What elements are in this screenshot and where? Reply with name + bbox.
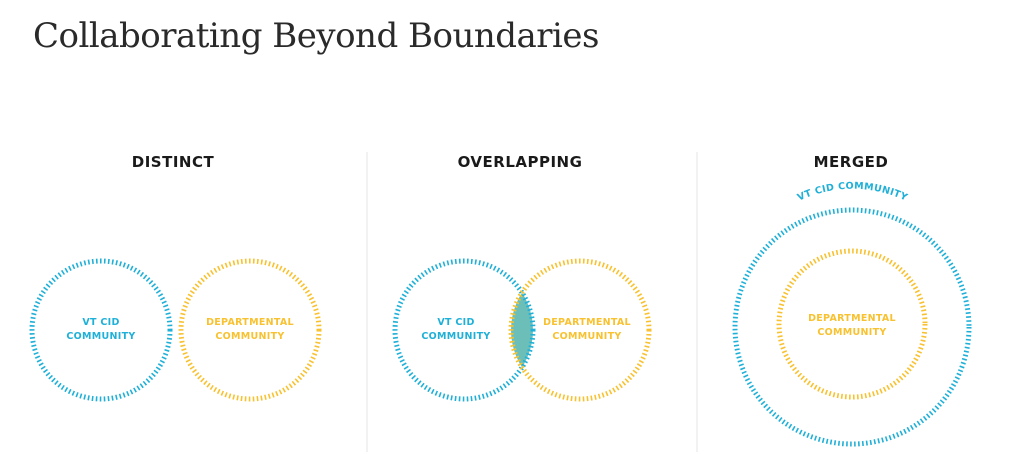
vt-cid-circle xyxy=(392,258,536,402)
vt-cid-label: COMMUNITY xyxy=(66,331,135,342)
vt-cid-circle xyxy=(732,207,972,447)
departmental-circle xyxy=(508,258,652,402)
departmental-label: DEPARTMENTAL xyxy=(808,313,896,324)
departmental-label: COMMUNITY xyxy=(552,331,621,342)
panel-heading: OVERLAPPING xyxy=(458,153,583,171)
panel-heading: DISTINCT xyxy=(132,153,215,171)
vt-cid-arc-label: VT CID COMMUNITY xyxy=(796,181,909,204)
departmental-circle xyxy=(178,258,322,402)
page-title: Collaborating Beyond Boundaries xyxy=(33,16,600,56)
panel-merged: MERGED VT CID COMMUNITY DEPARTMENTAL COM… xyxy=(732,153,972,447)
vt-cid-label: VT CID xyxy=(82,317,119,328)
vt-cid-label: VT CID xyxy=(437,317,474,328)
panel-distinct: DISTINCT VT CID COMMUNITY DEPARTMENTAL C… xyxy=(29,153,322,402)
panel-overlapping: OVERLAPPING VT CID COMMUNITY DEPARTMENTA… xyxy=(392,153,652,402)
departmental-label: COMMUNITY xyxy=(215,331,284,342)
departmental-circle xyxy=(776,248,928,400)
departmental-label: DEPARTMENTAL xyxy=(206,317,294,328)
departmental-label: COMMUNITY xyxy=(817,327,886,338)
vt-cid-circle xyxy=(29,258,173,402)
departmental-label: DEPARTMENTAL xyxy=(543,317,631,328)
vt-cid-label: VT CID COMMUNITY xyxy=(796,181,909,204)
panel-heading: MERGED xyxy=(814,153,889,171)
vt-cid-label: COMMUNITY xyxy=(421,331,490,342)
